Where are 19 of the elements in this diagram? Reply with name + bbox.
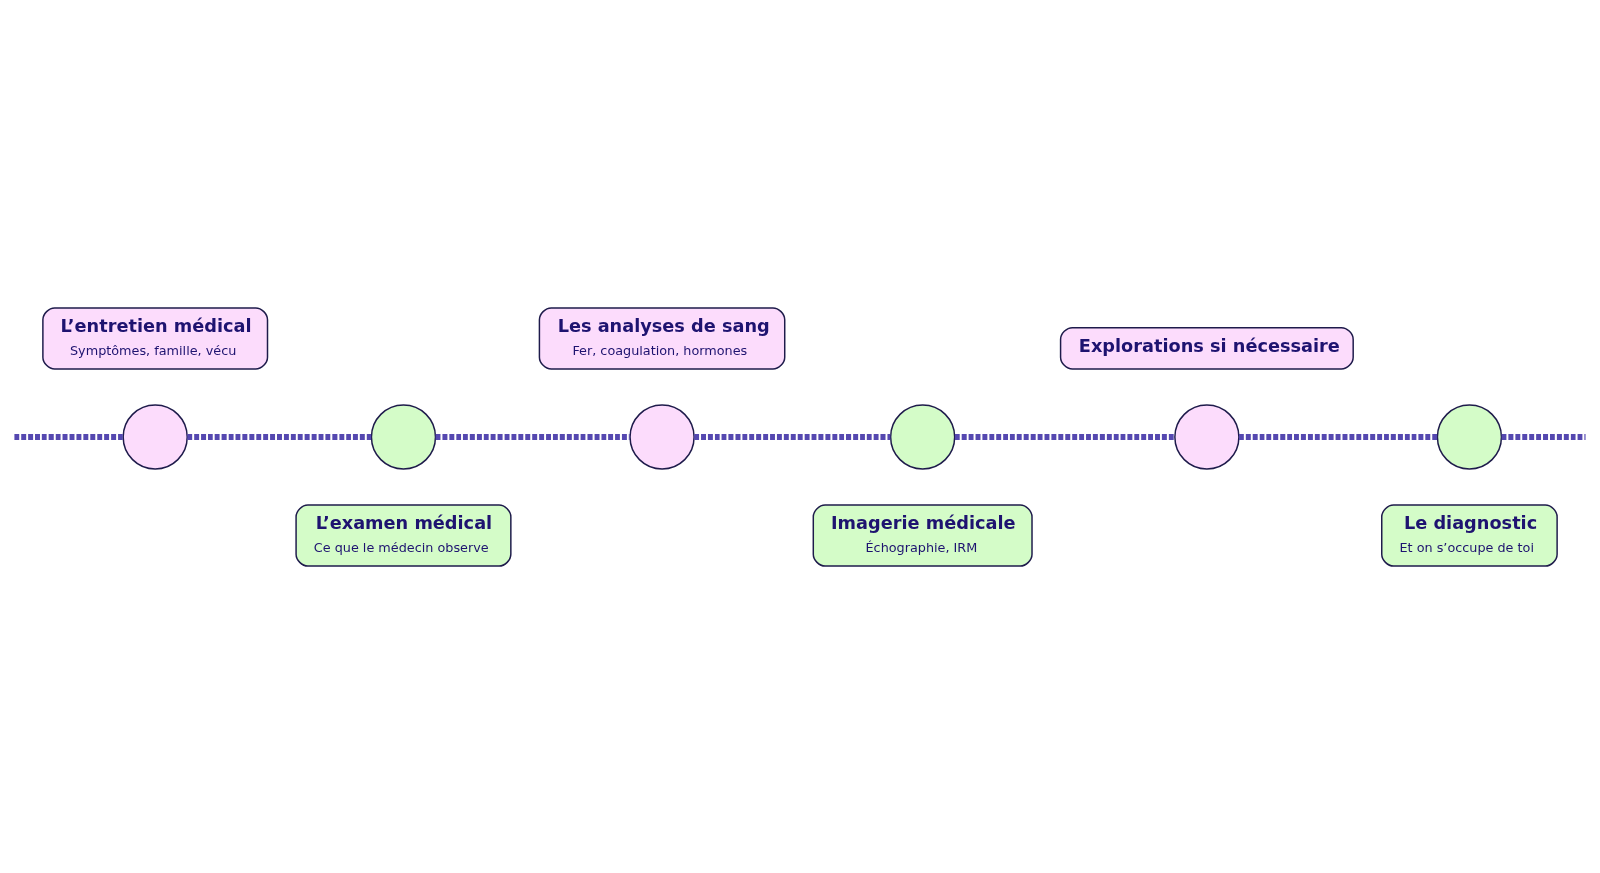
- connector: [1239, 433, 1438, 440]
- node-circle: [1174, 403, 1240, 470]
- connector: [435, 433, 630, 440]
- node-circle: [889, 403, 956, 470]
- node-circle: [1436, 403, 1503, 470]
- node-circle: [370, 403, 437, 470]
- node-box: Explorations si nécessaire: [1059, 326, 1354, 370]
- node-box: Imagerie médicale Échographie, IRM: [812, 503, 1033, 567]
- node-circle: [122, 403, 188, 470]
- node-box: L’examen médical Ce que le médecin observe: [295, 503, 512, 567]
- connector: [954, 433, 1175, 440]
- node-circle: [629, 403, 695, 470]
- node-box: L’entretien médical Symptômes, famille, vécu: [42, 306, 269, 370]
- node-box: Les analyses de sang Fer, coagulation, hormones: [538, 306, 786, 370]
- connector: [187, 433, 372, 440]
- node-box: Le diagnostic Et on s’occupe de toi: [1381, 503, 1558, 567]
- connector: [14, 433, 123, 440]
- connector: [1501, 433, 1586, 440]
- connector: [694, 433, 891, 440]
